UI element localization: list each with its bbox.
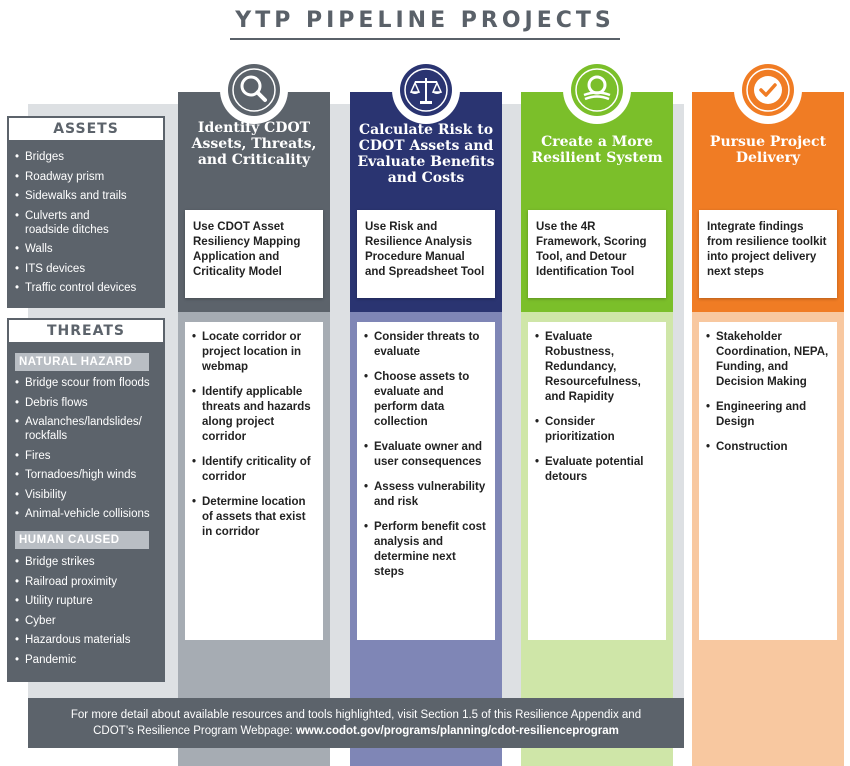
checkmark-icon bbox=[746, 68, 790, 112]
asset-item: Walls bbox=[15, 242, 136, 256]
asset-item: Culverts and roadside ditches bbox=[15, 209, 125, 237]
footer-prefix: CDOT’s Resilience Program Webpage: bbox=[93, 725, 293, 737]
magnifier-icon bbox=[232, 68, 276, 112]
step-title: Calculate Risk to CDOT Assets and Evalua… bbox=[357, 122, 495, 186]
assets-heading: ASSETS bbox=[7, 116, 165, 142]
threat-item: Visibility bbox=[15, 488, 155, 502]
step-header: Calculate Risk to CDOT Assets and Evalua… bbox=[350, 92, 502, 312]
assets-panel: ASSETS Bridges Roadway prism Sidewalks a… bbox=[7, 116, 165, 308]
asset-item: Sidewalks and trails bbox=[15, 189, 136, 203]
step-title: Pursue Project Delivery bbox=[709, 134, 827, 166]
footer-line-2: CDOT’s Resilience Program Webpage: www.c… bbox=[28, 723, 684, 739]
step-item: Evaluate Robustness, Redundancy, Resourc… bbox=[534, 330, 660, 405]
step-list: Stakeholder Coordination, NEPA, Funding,… bbox=[699, 322, 837, 640]
step-list: Locate corridor or project location in w… bbox=[185, 322, 323, 640]
threat-item: Bridge scour from floods bbox=[15, 376, 155, 390]
step-header: Create a More Resilient System Use the 4… bbox=[521, 92, 673, 312]
step-tool-box: Integrate findings from resilience toolk… bbox=[699, 210, 837, 298]
step-item: Stakeholder Coordination, NEPA, Funding,… bbox=[705, 330, 831, 390]
step-title: Create a More Resilient System bbox=[531, 134, 663, 166]
assets-list: Bridges Roadway prism Sidewalks and trai… bbox=[15, 150, 136, 301]
icon-badge bbox=[734, 56, 802, 124]
icon-badge bbox=[220, 56, 288, 124]
scales-icon bbox=[404, 68, 448, 112]
threat-item: Animal-vehicle collisions bbox=[15, 507, 155, 521]
icon-badge bbox=[563, 56, 631, 124]
step-body: Evaluate Robustness, Redundancy, Resourc… bbox=[521, 312, 673, 766]
step-list: Evaluate Robustness, Redundancy, Resourc… bbox=[528, 322, 666, 640]
step-item: Consider threats to evaluate bbox=[363, 330, 489, 360]
asset-item: Roadway prism bbox=[15, 170, 136, 184]
step-item: Engineering and Design bbox=[705, 400, 831, 430]
step-tool-box: Use Risk and Resilience Analysis Procedu… bbox=[357, 210, 495, 298]
page-title: YTP PIPELINE PROJECTS bbox=[235, 8, 615, 33]
threat-item: Hazardous materials bbox=[15, 633, 130, 647]
natural-hazard-list: Bridge scour from floods Debris flows Av… bbox=[15, 376, 155, 527]
step-item: Evaluate owner and user consequences bbox=[363, 440, 489, 470]
step-tool-box: Use the 4R Framework, Scoring Tool, and … bbox=[528, 210, 666, 298]
threat-item: Debris flows bbox=[15, 396, 155, 410]
natural-hazard-label: NATURAL HAZARD bbox=[15, 353, 149, 371]
step-item: Perform benefit cost analysis and determ… bbox=[363, 520, 489, 580]
step-list: Consider threats to evaluate Choose asse… bbox=[357, 322, 495, 640]
step-header: Pursue Project Delivery Integrate findin… bbox=[692, 92, 844, 312]
step-item: Evaluate potential detours bbox=[534, 455, 660, 485]
threat-item: Cyber bbox=[15, 614, 130, 628]
threat-item: Avalanches/landslides/ rockfalls bbox=[15, 415, 155, 443]
threat-item: Utility rupture bbox=[15, 594, 130, 608]
step-header: Identify CDOT Assets, Threats, and Criti… bbox=[178, 92, 330, 312]
threats-heading: THREATS bbox=[7, 318, 165, 344]
step-item: Determine location of assets that exist … bbox=[191, 495, 317, 540]
threat-item: Railroad proximity bbox=[15, 575, 130, 589]
human-caused-list: Bridge strikes Railroad proximity Utilit… bbox=[15, 555, 130, 672]
step-title: Identify CDOT Assets, Threats, and Criti… bbox=[191, 120, 317, 168]
step-body: Consider threats to evaluate Choose asse… bbox=[350, 312, 502, 766]
asset-item: ITS devices bbox=[15, 262, 136, 276]
icon-badge bbox=[392, 56, 460, 124]
human-caused-label: HUMAN CAUSED bbox=[15, 531, 149, 549]
step-item: Identify applicable threats and hazards … bbox=[191, 385, 317, 445]
threat-item: Pandemic bbox=[15, 653, 130, 667]
step-item: Consider prioritization bbox=[534, 415, 660, 445]
step-body: Stakeholder Coordination, NEPA, Funding,… bbox=[692, 312, 844, 766]
asset-item: Traffic control devices bbox=[15, 281, 136, 295]
step-item: Assess vulnerability and risk bbox=[363, 480, 489, 510]
footer-line-1: For more detail about available resource… bbox=[70, 709, 642, 721]
footer-url-link[interactable]: www.codot.gov/programs/planning/cdot-res… bbox=[295, 725, 619, 737]
threats-panel: THREATS NATURAL HAZARD Bridge scour from… bbox=[7, 318, 165, 682]
threat-item: Fires bbox=[15, 449, 155, 463]
step-body: Locate corridor or project location in w… bbox=[178, 312, 330, 766]
resilient-system-icon bbox=[575, 68, 619, 112]
step-item: Identify criticality of corridor bbox=[191, 455, 317, 485]
threat-item: Tornadoes/high winds bbox=[15, 468, 155, 482]
title-underline bbox=[230, 38, 620, 40]
step-item: Locate corridor or project location in w… bbox=[191, 330, 317, 375]
asset-item: Bridges bbox=[15, 150, 136, 164]
threat-item: Bridge strikes bbox=[15, 555, 130, 569]
step-tool-box: Use CDOT Asset Resiliency Mapping Applic… bbox=[185, 210, 323, 298]
step-item: Construction bbox=[705, 440, 831, 455]
footer-note: For more detail about available resource… bbox=[28, 698, 684, 748]
step-item: Choose assets to evaluate and perform da… bbox=[363, 370, 489, 430]
